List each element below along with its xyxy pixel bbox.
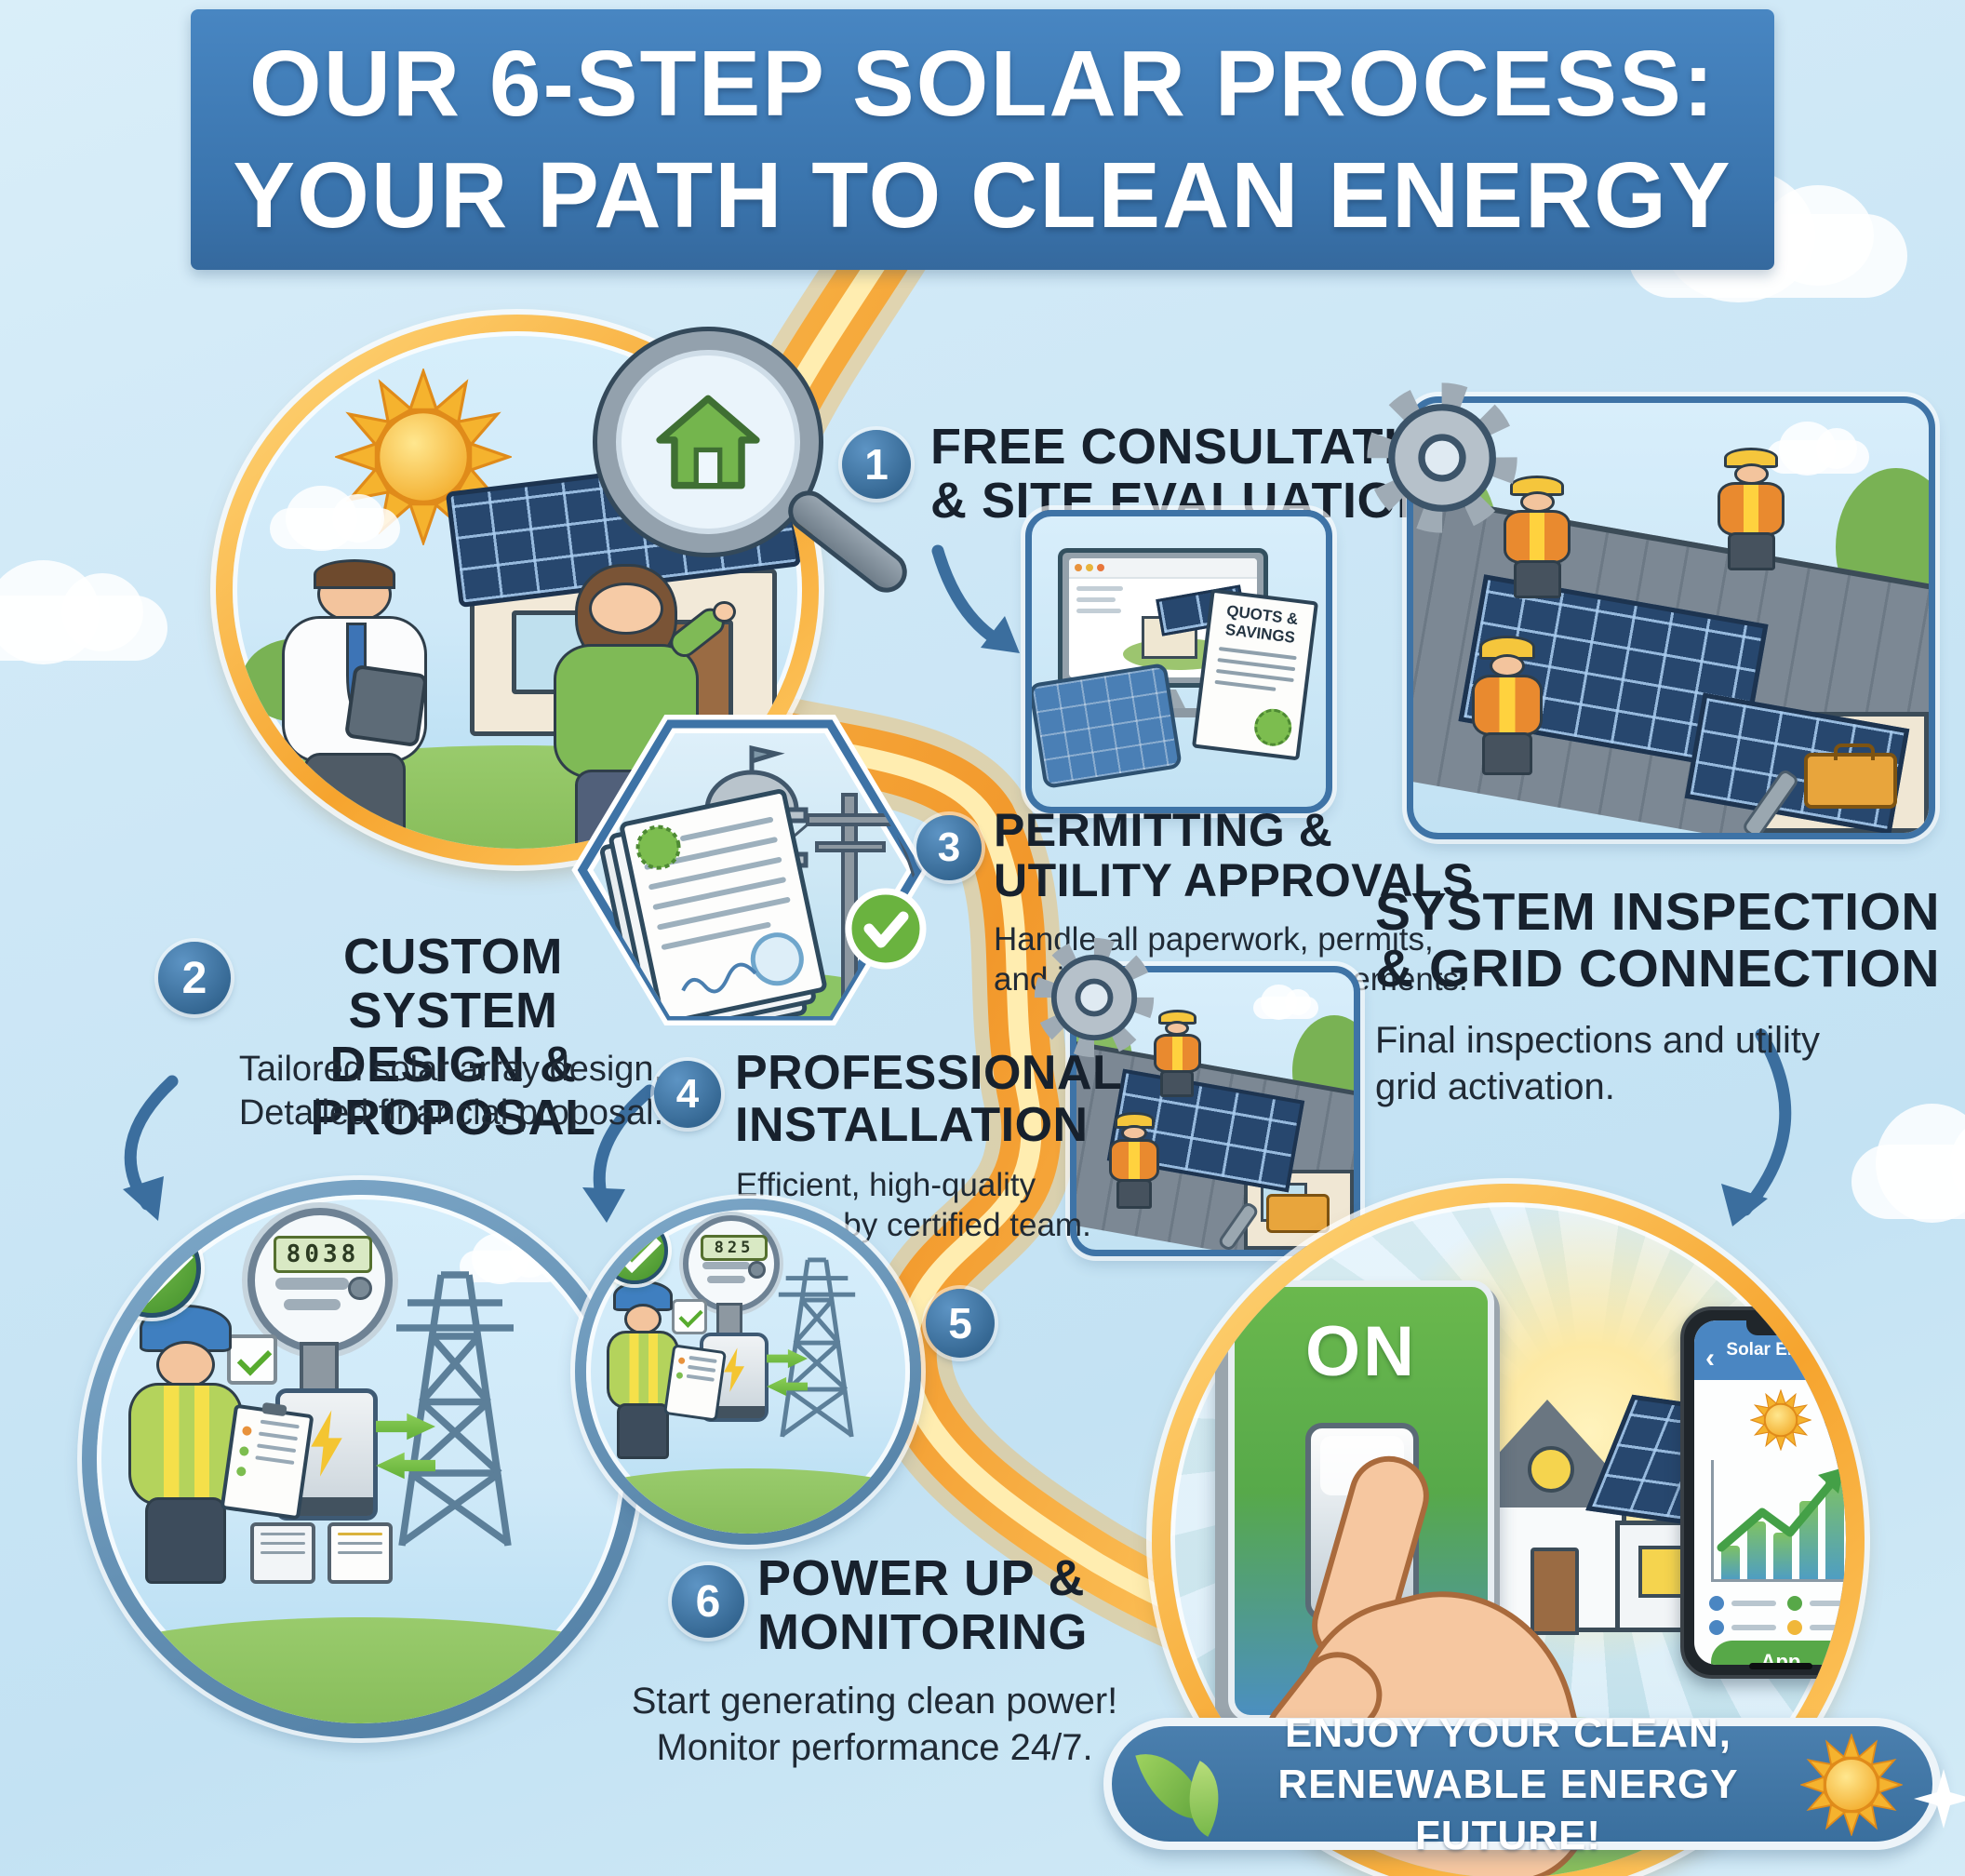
performance-chart — [1711, 1460, 1846, 1582]
step-6-number-badge: 6 — [672, 1565, 744, 1638]
installer-worker — [1711, 448, 1793, 570]
sun-icon — [1800, 1734, 1903, 1836]
round-window — [1528, 1446, 1574, 1493]
step-2-number-badge: 2 — [158, 942, 231, 1014]
installation-panel-small — [1070, 966, 1360, 1256]
cloud — [1851, 1104, 1965, 1223]
title-banner: OUR 6-STEP SOLAR PROCESS: YOUR PATH TO C… — [191, 9, 1774, 270]
step-4-number-badge: 4 — [654, 1061, 721, 1128]
sun-icon — [1750, 1389, 1811, 1451]
step-6-title: POWER UP & MONITORING — [757, 1550, 1088, 1660]
step-2-description: Tailored solar array design. Detailed fi… — [238, 1050, 664, 1133]
installer-worker — [1465, 636, 1551, 775]
step-5-description: Final inspections and utility grid activ… — [1375, 1020, 1821, 1107]
clipboard-icon — [220, 1401, 314, 1521]
meter-icon: 8038 — [247, 1208, 393, 1353]
step-5-number-badge: 5 — [926, 1289, 995, 1358]
meter-reading-small: 825 — [700, 1234, 769, 1261]
cloud — [270, 485, 400, 552]
installer-worker — [1497, 476, 1579, 598]
quote-document-title: QUOTS & SAVINGS — [1223, 601, 1300, 647]
toolbox-icon — [1804, 744, 1897, 809]
installer-worker — [1149, 1010, 1207, 1097]
inspection-circle-large: 8038 — [82, 1180, 640, 1738]
step-3-title: PERMITTING & UTILITY APPROVALS — [994, 804, 1474, 906]
consultation-circle — [216, 315, 819, 865]
step-4-title: PROFESSIONAL INSTALLATION — [735, 1046, 1123, 1152]
phone-mockup: ‹ Solar Energy — [1680, 1306, 1846, 1679]
step-5-title: SYSTEM INSPECTION & GRID CONNECTION — [1375, 882, 1941, 998]
footer-banner-text: ENJOY YOUR CLEAN, RENEWABLE ENERGY FUTUR… — [1277, 1709, 1739, 1858]
magnifier-icon — [597, 331, 819, 553]
pylon-icon — [770, 1256, 863, 1439]
gear-icon — [1360, 376, 1524, 540]
installer-worker — [1104, 1112, 1166, 1209]
step-1-number-badge: 1 — [842, 430, 911, 499]
page-title-line2: YOUR PATH TO CLEAN ENERGY — [233, 143, 1732, 248]
inspector-figure — [117, 1305, 257, 1584]
page-title-line1: OUR 6-STEP SOLAR PROCESS: — [248, 32, 1717, 136]
toolbox-icon — [1266, 1194, 1330, 1233]
cloud — [0, 559, 167, 664]
meter-icon: 825 — [683, 1215, 780, 1312]
blueprint — [1032, 662, 1183, 790]
permitting-hexagon — [571, 715, 929, 1025]
back-chevron-icon: ‹ — [1705, 1343, 1715, 1374]
switch-on-label: ON — [1305, 1312, 1417, 1391]
app-button: App — [1711, 1641, 1846, 1665]
pylon-icon — [385, 1269, 525, 1548]
green-house-icon — [656, 395, 760, 489]
quote-document: QUOTS & SAVINGS — [1191, 588, 1319, 761]
document-icon — [328, 1522, 393, 1584]
legend-dot — [1709, 1596, 1724, 1611]
gear-icon — [1029, 932, 1159, 1063]
footer-banner: ENJOY YOUR CLEAN, RENEWABLE ENERGY FUTUR… — [1103, 1709, 1965, 1858]
phone-app-title: Solar Energy — [1726, 1340, 1836, 1360]
meter-reading: 8038 — [273, 1236, 373, 1273]
checkbox-icon — [672, 1299, 707, 1334]
step-2-title: CUSTOM SYSTEM DESIGN & PROPOSAL — [310, 929, 596, 1146]
step-3-number-badge: 3 — [916, 815, 982, 880]
seal-icon — [1251, 706, 1294, 749]
inspection-circle-small: 825 — [575, 1199, 921, 1545]
consultant-figure — [268, 522, 445, 849]
document-icon — [250, 1522, 315, 1584]
check-icon — [601, 1217, 668, 1284]
door — [1531, 1548, 1579, 1635]
checkbox-icon — [227, 1334, 277, 1385]
step-6-description: Start generating clean power! Monitor pe… — [631, 1681, 1118, 1768]
tablet — [344, 664, 429, 748]
check-icon — [102, 1219, 201, 1318]
clipboard-icon — [662, 1344, 728, 1422]
site-evaluation-panel: QUOTS & SAVINGS — [1025, 510, 1332, 813]
home-bar — [1749, 1663, 1812, 1669]
